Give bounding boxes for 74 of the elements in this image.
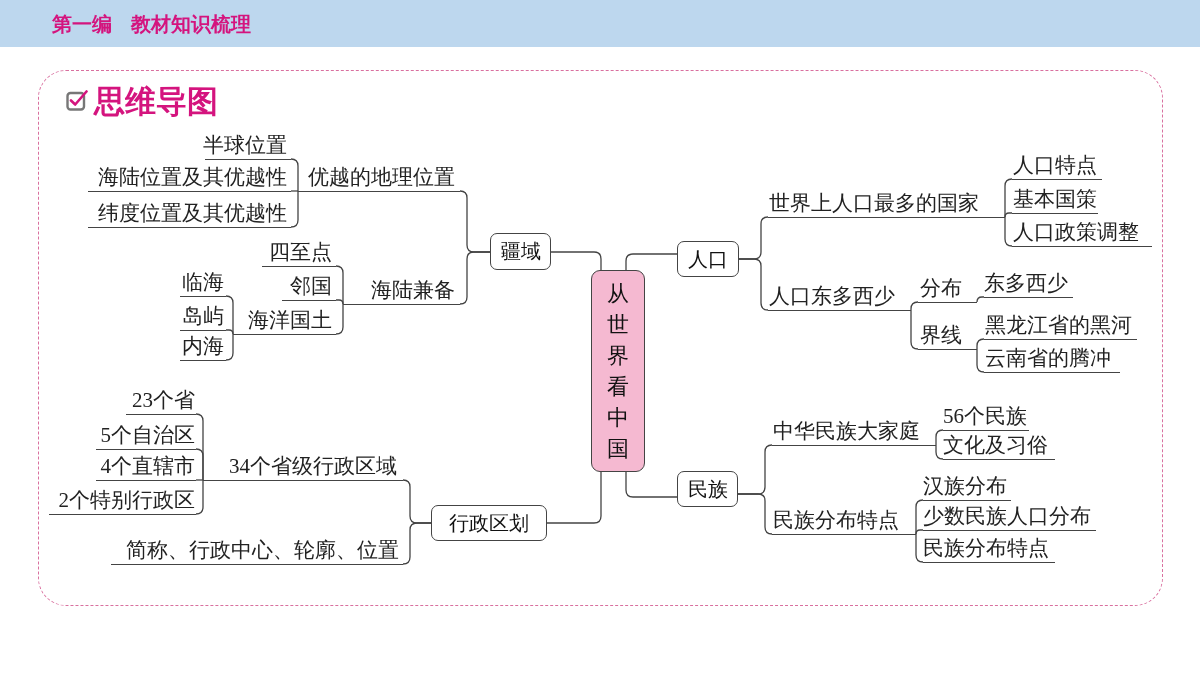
- connector-line: [335, 303, 344, 335]
- topic-box: 疆域: [490, 233, 551, 270]
- connector-line: [935, 444, 944, 460]
- topic-box: 行政区划: [431, 505, 547, 541]
- connector-line: [915, 533, 924, 563]
- connector-line: [976, 348, 985, 373]
- branch-label: 汉族分布: [923, 472, 1011, 501]
- branch-label: 海洋国土: [233, 306, 336, 335]
- connector-line: [910, 309, 919, 350]
- branch-label: 23个省: [126, 386, 196, 415]
- branch-label: 少数民族人口分布: [923, 502, 1096, 531]
- connector-line: [1004, 178, 1013, 218]
- diagram-title: 思维导图: [94, 82, 218, 120]
- branch-label: 民族分布特点: [923, 534, 1055, 563]
- branch-label: 世界上人口最多的国家: [768, 189, 1005, 218]
- central-topic-box: 从世界看中国: [591, 270, 645, 472]
- branch-label: 黑龙江省的黑河: [984, 311, 1137, 340]
- branch-label: 文化及习俗: [943, 431, 1055, 460]
- connector-line: [335, 265, 344, 305]
- connector-line: [910, 301, 919, 311]
- branch-label: 2个特别行政区: [49, 486, 196, 515]
- connector-line: [1004, 212, 1013, 218]
- branch-label: 海陆位置及其优越性: [88, 163, 291, 192]
- branch-label: 34个省级行政区域: [203, 452, 403, 481]
- connector-line: [625, 471, 678, 498]
- connector-line: [935, 429, 944, 446]
- branch-label: 四至点: [262, 238, 336, 267]
- branch-label: 纬度位置及其优越性: [88, 199, 291, 228]
- connector-line: [290, 158, 299, 192]
- branch-label: 4个直辖市: [96, 452, 196, 481]
- branch-label: 人口特点: [1012, 151, 1102, 180]
- branch-label: 临海: [180, 268, 226, 297]
- branch-label: 简称、行政中心、轮廓、位置: [111, 536, 403, 565]
- connector-line: [402, 522, 432, 565]
- connector-line: [915, 529, 924, 535]
- branch-label: 内海: [180, 332, 226, 361]
- section-heading: 第一编 教材知识梳理: [52, 12, 251, 36]
- connector-line: [335, 299, 344, 305]
- branch-label: 56个民族: [943, 402, 1029, 431]
- topic-box: 人口: [677, 241, 739, 277]
- connector-line: [225, 333, 234, 361]
- branch-label: 邻国: [282, 272, 336, 301]
- connector-line: [546, 471, 602, 524]
- connector-line: [625, 253, 678, 271]
- branch-label: 优越的地理位置: [298, 163, 460, 192]
- branch-label: 人口政策调整: [1012, 218, 1152, 247]
- branch-label: 云南省的腾冲: [984, 344, 1120, 373]
- connector-line: [737, 493, 773, 535]
- branch-label: 海陆兼备: [343, 276, 460, 305]
- connector-line: [290, 190, 299, 228]
- connector-line: [1004, 216, 1013, 247]
- connector-line: [550, 251, 602, 271]
- connector-line: [225, 329, 234, 335]
- connector-line: [195, 448, 204, 481]
- branch-label: 人口东多西少: [768, 282, 911, 311]
- branch-label: 界线: [918, 321, 977, 350]
- connector-line: [459, 251, 491, 305]
- branch-label: 分布: [918, 274, 977, 303]
- connector-line: [225, 295, 234, 335]
- branch-label: 中华民族大家庭: [772, 417, 936, 446]
- branch-label: 民族分布特点: [772, 506, 916, 535]
- branch-label: 5个自治区: [96, 421, 196, 450]
- branch-label: 半球位置: [205, 131, 291, 160]
- connector-line: [195, 479, 204, 481]
- connector-line: [738, 258, 769, 311]
- connector-line: [195, 479, 204, 515]
- connector-line: [976, 338, 985, 350]
- connector-line: [290, 190, 299, 192]
- branch-label: 东多西少: [984, 269, 1073, 298]
- connector-line: [976, 296, 985, 303]
- branch-label: 基本国策: [1012, 185, 1098, 214]
- branch-label: 岛屿: [180, 302, 226, 331]
- connector-line: [915, 499, 924, 535]
- topic-box: 民族: [677, 471, 738, 507]
